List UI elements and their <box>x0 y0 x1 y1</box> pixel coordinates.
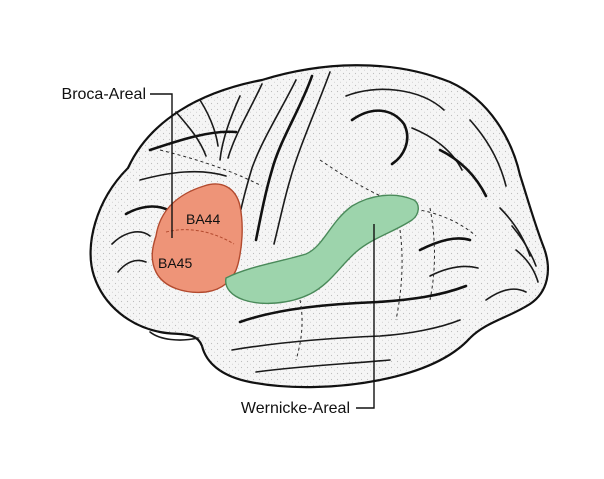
wernicke-callout-label: Wernicke-Areal <box>241 400 350 417</box>
ba44-label: BA44 <box>186 211 220 227</box>
gyri-lines <box>111 71 539 373</box>
broca-leader <box>150 93 173 238</box>
brain-outline <box>89 64 550 389</box>
wernicke-leader <box>356 224 375 409</box>
leader-lines <box>150 93 375 409</box>
broca-callout-label: Broca-Areal <box>62 86 146 103</box>
broca-region <box>151 183 243 294</box>
wernicke-region <box>225 194 419 305</box>
ba45-label: BA45 <box>158 255 192 271</box>
